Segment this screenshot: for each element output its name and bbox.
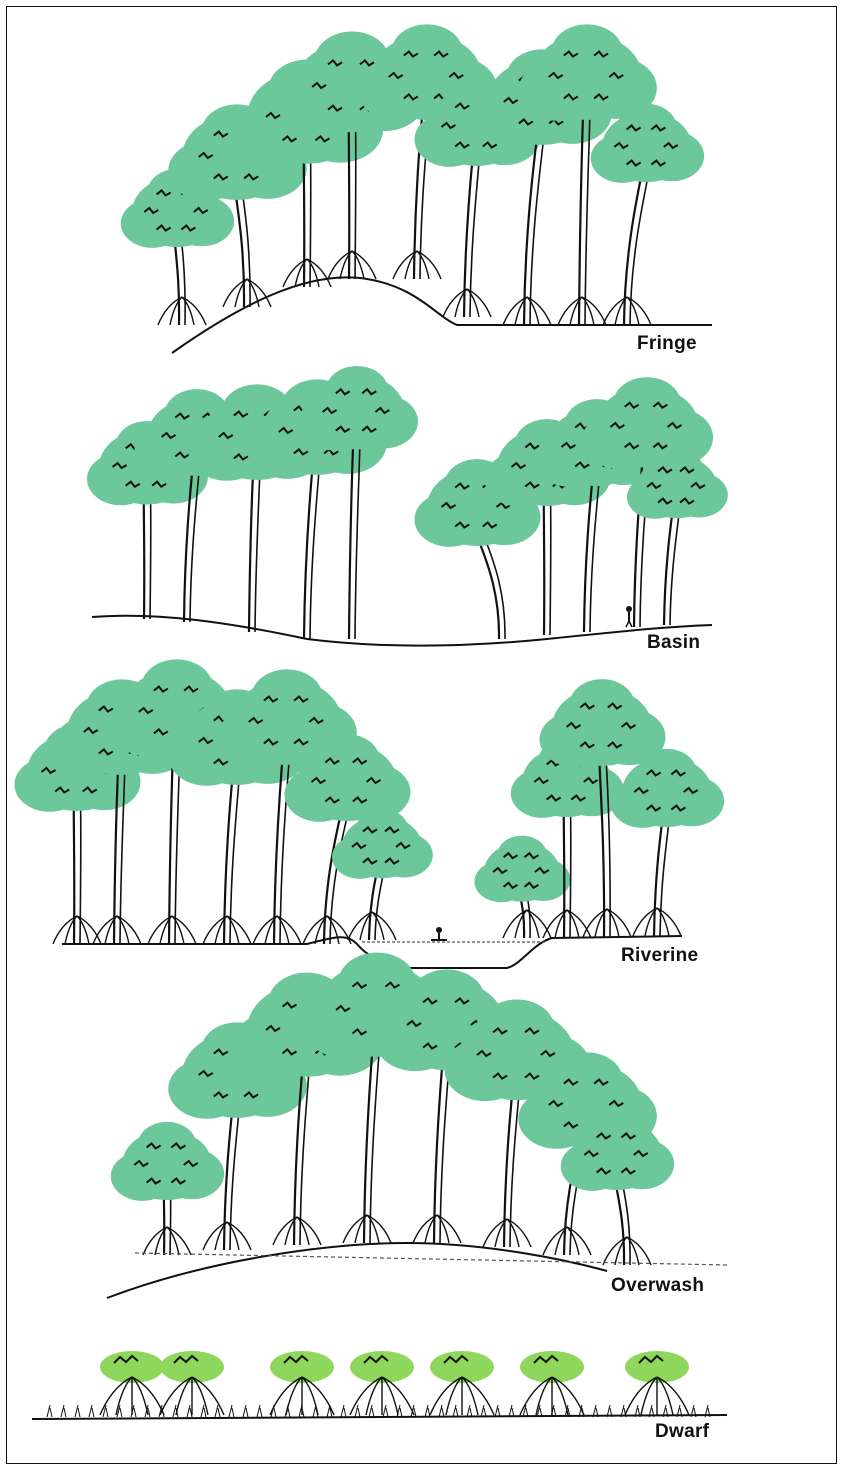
panel-label-overwash: Overwash xyxy=(611,1275,704,1297)
riverine-illustration xyxy=(7,672,838,972)
mangrove-tree xyxy=(475,836,571,938)
panel-dwarf: Dwarf xyxy=(7,1317,838,1447)
boat-figure xyxy=(431,927,447,940)
overwash-illustration xyxy=(7,975,838,1305)
figure-frame: Fringe Basin xyxy=(6,6,837,1464)
person-figure xyxy=(626,606,632,627)
mangrove-tree xyxy=(591,104,704,325)
mangrove-tree xyxy=(111,1122,224,1255)
riverine-trees xyxy=(15,659,725,944)
panel-riverine: Riverine xyxy=(7,672,838,972)
panel-fringe: Fringe xyxy=(7,7,838,367)
mangrove-tree xyxy=(332,809,433,940)
mangrove-tree xyxy=(611,749,724,936)
dwarf-shrub xyxy=(100,1351,164,1415)
panel-overwash: Overwash xyxy=(7,975,838,1305)
panel-label-fringe: Fringe xyxy=(637,333,697,355)
mangrove-tree xyxy=(297,366,418,639)
dwarf-ground xyxy=(32,1415,727,1419)
dwarf-shrub xyxy=(520,1351,584,1415)
basin-illustration xyxy=(7,377,838,667)
mangrove-tree xyxy=(627,449,728,625)
dwarf-illustration xyxy=(7,1317,838,1447)
fringe-illustration xyxy=(7,7,838,367)
panel-label-riverine: Riverine xyxy=(621,945,698,967)
panel-label-dwarf: Dwarf xyxy=(655,1421,709,1443)
dwarf-trees xyxy=(47,1351,710,1417)
fringe-trees xyxy=(121,24,704,325)
overwash-trees xyxy=(111,953,674,1265)
overwash-mound xyxy=(107,1243,607,1298)
panel-basin: Basin xyxy=(7,377,838,667)
dwarf-shrub xyxy=(160,1351,224,1415)
panel-label-basin: Basin xyxy=(647,632,700,654)
dwarf-shrub xyxy=(350,1351,414,1415)
basin-trees xyxy=(87,366,728,639)
